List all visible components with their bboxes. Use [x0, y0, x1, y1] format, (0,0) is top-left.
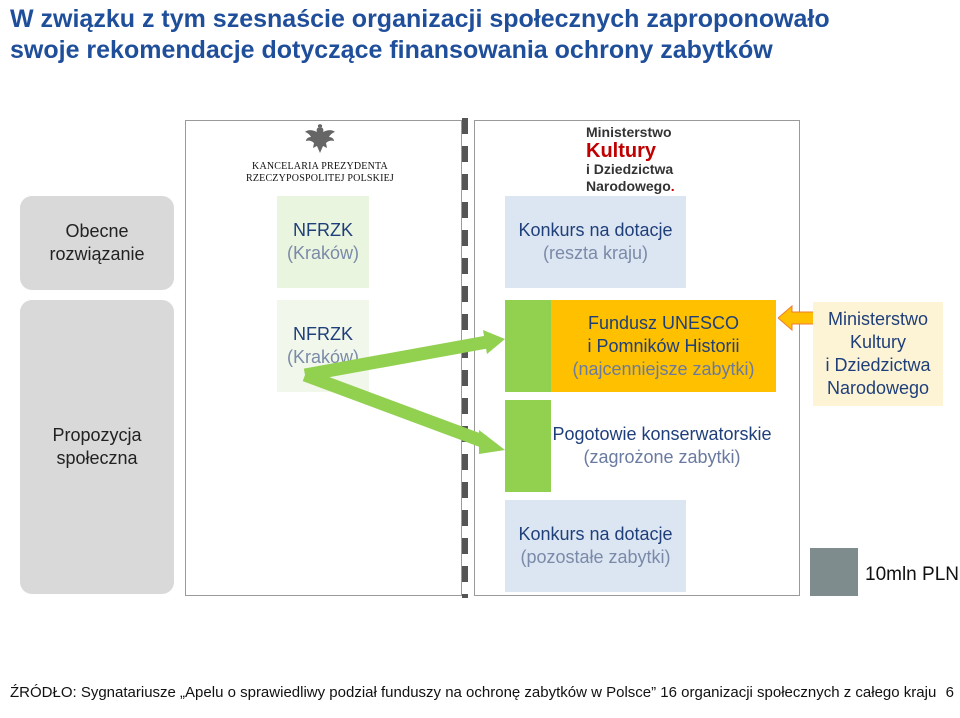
- kpp-logo-line-2: RZECZYPOSPOLITEJ POLSKIEJ: [245, 173, 395, 184]
- page-number: 6: [945, 684, 954, 701]
- row-label-current-line-1: Obecne: [65, 221, 129, 241]
- current-nfrzk-box: NFRZK (Kraków): [277, 196, 369, 288]
- eagle-emblem-icon: [305, 124, 335, 153]
- current-konkurs-box: Konkurs na dotacje (reszta kraju): [505, 196, 686, 288]
- legend-square: [810, 548, 858, 596]
- proposal-nfrzk-line-1: NFRZK: [293, 324, 353, 344]
- ministry-to-unesco-arrow-shape: [778, 305, 816, 331]
- proposal-unesco-line-1: Fundusz UNESCO: [587, 312, 740, 333]
- current-konkurs-line-2: (reszta kraju): [542, 243, 649, 263]
- slide-title-line-1: W związku z tym szesnaście organizacji s…: [10, 5, 830, 33]
- proposal-konkurs-line-1: Konkurs na dotacje: [518, 524, 673, 544]
- ministry-to-unesco-arrow: [778, 305, 816, 331]
- ministry-logo-dot: .: [670, 178, 675, 194]
- slide-title: W związku z tym szesnaście organizacji s…: [10, 4, 950, 66]
- nfrzk-arrows: [302, 330, 505, 454]
- legend-label: 10mln PLN: [865, 564, 959, 585]
- unesco-green-bar: [505, 300, 551, 392]
- arrow-to-unesco-head: [483, 330, 505, 354]
- row-label-current-line-2: rozwiązanie: [49, 244, 145, 264]
- proposal-konkurs-box: Konkurs na dotacje (pozostałe zabytki): [505, 500, 686, 592]
- ministry-logo: Ministerstwo Kultury i Dziedzictwa Narod…: [586, 124, 696, 194]
- proposal-pogotowie-box: Pogotowie konserwatorskie (zagrożone zab…: [551, 400, 773, 492]
- ministry-logo-line-1: Ministerstwo: [586, 124, 672, 140]
- row-label-current: Obecne rozwiązanie: [20, 196, 174, 290]
- proposal-ministry-line-4: Narodowego: [826, 378, 930, 398]
- current-nfrzk-line-2: (Kraków): [286, 243, 359, 263]
- proposal-unesco-box: Fundusz UNESCO i Pomników Historii (najc…: [551, 300, 776, 392]
- kpp-logo-line-1: KANCELARIA PREZYDENTA: [252, 161, 388, 172]
- ministry-logo-line-4: Narodowego: [586, 178, 671, 194]
- kpp-logo: KANCELARIA PREZYDENTA RZECZYPOSPOLITEJ P…: [245, 124, 395, 184]
- proposal-unesco-line-2: i Pomników Historii: [587, 335, 740, 356]
- current-konkurs-line-1: Konkurs na dotacje: [518, 220, 673, 240]
- pogotowie-green-bar: [505, 400, 551, 492]
- proposal-ministry-box: Ministerstwo Kultury i Dziedzictwa Narod…: [813, 302, 943, 406]
- proposal-ministry-line-2: Kultury: [849, 332, 907, 352]
- current-nfrzk-line-1: NFRZK: [293, 220, 353, 240]
- slide-title-line-2: swoje rekomendacje dotyczące finansowani…: [10, 36, 773, 64]
- ministry-logo-line-2: Kultury: [586, 140, 656, 162]
- proposal-ministry-line-3: i Dziedzictwa: [825, 355, 931, 375]
- arrow-to-unesco: [303, 335, 489, 382]
- proposal-nfrzk-box: NFRZK (Kraków): [277, 300, 369, 392]
- row-label-proposal: Propozycja społeczna: [20, 300, 174, 594]
- proposal-unesco-line-3: (najcenniejsze zabytki): [572, 358, 755, 379]
- proposal-ministry-line-1: Ministerstwo: [827, 309, 929, 329]
- ministry-logo-line-3: i Dziedzictwa: [586, 161, 674, 177]
- source-footer: ŹRÓDŁO: Sygnatariusze „Apelu o sprawiedl…: [10, 684, 937, 701]
- proposal-konkurs-line-2: (pozostałe zabytki): [520, 547, 671, 567]
- row-label-proposal-line-1: Propozycja: [52, 425, 142, 445]
- dashed-divider: [462, 118, 468, 598]
- ministry-logo-line-4-wrap: Narodowego.: [586, 178, 696, 195]
- arrow-to-pogotowie-head: [479, 430, 505, 454]
- arrow-to-pogotowie: [302, 368, 488, 449]
- row-label-proposal-line-2: społeczna: [56, 448, 138, 468]
- proposal-pogotowie-line-2: (zagrożone zabytki): [583, 447, 741, 467]
- proposal-pogotowie-line-1: Pogotowie konserwatorskie: [552, 424, 772, 444]
